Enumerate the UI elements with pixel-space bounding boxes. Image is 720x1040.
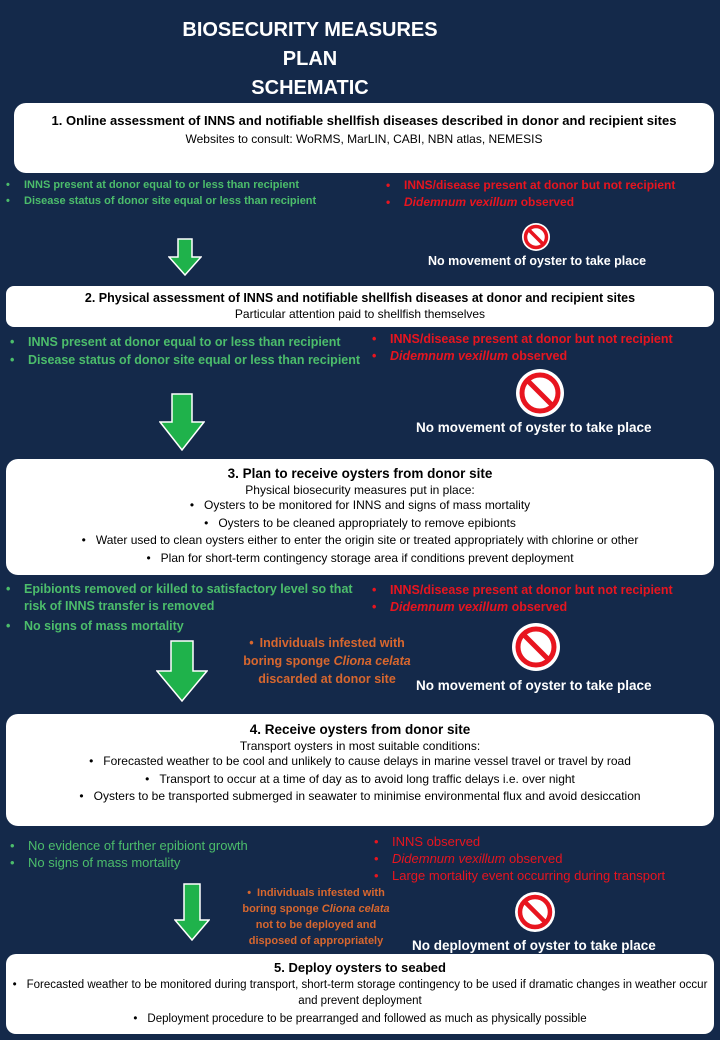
- no-entry-icon: [515, 892, 555, 932]
- step1-fail-list: INNS/disease present at donor but not re…: [384, 177, 714, 211]
- step3-fail-item: INNS/disease present at donor but not re…: [370, 582, 710, 599]
- sponge-note-text: Individuals infested with: [259, 636, 405, 650]
- fail-suffix: observed: [508, 349, 568, 363]
- down-arrow-icon: [159, 393, 205, 451]
- step4-transport-item: Oysters to be transported submerged in s…: [6, 788, 714, 806]
- step3-measure-item: Water used to clean oysters either to en…: [6, 532, 714, 550]
- step3-sponge-note: Individuals infested with boring sponge …: [232, 634, 422, 688]
- step5-deploy-item: Deployment procedure to be prearranged a…: [6, 1012, 714, 1028]
- sponge-note-line: boring sponge Cliona celata: [232, 652, 422, 670]
- species-name: Didemnum vexillum: [392, 851, 506, 866]
- step3-no-movement: No movement of oyster to take place: [416, 678, 652, 693]
- step4-no-deployment: No deployment of oyster to take place: [412, 938, 656, 953]
- no-entry-icon: [512, 623, 560, 671]
- sponge-note-text: Individuals infested with: [257, 887, 385, 899]
- sponge-note-line: disposed of appropriately: [248, 935, 384, 947]
- sponge-note-text: boring sponge: [243, 654, 334, 668]
- step2-pass-item: Disease status of donor site equal or le…: [8, 351, 378, 369]
- species-name: Didemnum vexillum: [390, 349, 509, 363]
- step4-fail-item: Didemnum vexillum observed: [372, 850, 712, 867]
- step2-heading: 2. Physical assessment of INNS and notif…: [84, 291, 636, 305]
- step5-heading: 5. Deploy oysters to seabed: [274, 960, 446, 975]
- sponge-note-line: discarded at donor site: [258, 672, 396, 686]
- step1-no-movement: No movement of oyster to take place: [428, 254, 647, 268]
- title-line-1: BIOSECURITY MEASURES: [182, 19, 438, 41]
- sponge-note-line: not to be deployed and: [255, 919, 377, 931]
- step4-transport-item: Forecasted weather to be cool and unlike…: [6, 753, 714, 771]
- step4-box: 4. Receive oysters from donor site Trans…: [6, 714, 714, 826]
- step3-measure-item: Oysters to be cleaned appropriately to r…: [6, 515, 714, 533]
- step5-deploy-item: Forecasted weather to be monitored durin…: [6, 978, 714, 1009]
- step2-pass-item: INNS present at donor equal to or less t…: [8, 333, 378, 351]
- step4-pass-item: No evidence of further epibiont growth: [8, 837, 348, 854]
- step2-fail-item: Didemnum vexillum observed: [370, 348, 710, 365]
- step3-pass-list: Epibionts removed or killed to satisfact…: [4, 581, 366, 635]
- step1-pass-list: INNS present at donor equal to or less t…: [4, 177, 374, 209]
- step1-pass-item: Disease status of donor site equal or le…: [4, 193, 374, 209]
- step4-subtext: Transport oysters in most suitable condi…: [239, 739, 481, 753]
- step2-subtext: Particular attention paid to shellfish t…: [234, 307, 486, 321]
- step1-pass-item: INNS present at donor equal to or less t…: [4, 177, 374, 193]
- step3-fail-item: Didemnum vexillum observed: [370, 599, 710, 616]
- step3-fail-list: INNS/disease present at donor but not re…: [370, 582, 710, 616]
- sponge-note-line: boring sponge Cliona celata: [226, 901, 406, 917]
- step1-box: 1. Online assessment of INNS and notifia…: [14, 103, 714, 173]
- title-line-2: PLAN: [282, 48, 338, 70]
- step4-fail-item: INNS observed: [372, 833, 712, 850]
- step4-sponge-note: Individuals infested with boring sponge …: [226, 885, 406, 949]
- diagram-title: BIOSECURITY MEASURES PLAN SCHEMATIC: [150, 16, 470, 103]
- step4-heading: 4. Receive oysters from donor site: [249, 722, 471, 737]
- step3-heading: 3. Plan to receive oysters from donor si…: [227, 466, 493, 481]
- step4-fail-item: Large mortality event occurring during t…: [372, 867, 712, 884]
- step2-no-movement: No movement of oyster to take place: [416, 420, 652, 435]
- step2-fail-item: INNS/disease present at donor but not re…: [370, 331, 710, 348]
- step3-measure-item: Oysters to be monitored for INNS and sig…: [6, 497, 714, 515]
- no-entry-icon: [522, 223, 550, 251]
- species-name: Cliona celata: [321, 903, 390, 915]
- down-arrow-icon: [156, 640, 208, 702]
- fail-suffix: observed: [508, 600, 568, 614]
- step2-fail-list: INNS/disease present at donor but not re…: [370, 331, 710, 365]
- fail-suffix: observed: [505, 851, 563, 866]
- no-entry-icon: [516, 369, 564, 417]
- step4-pass-list: No evidence of further epibiont growth N…: [8, 837, 348, 871]
- sponge-note-text: boring sponge: [242, 903, 322, 915]
- species-name: Didemnum vexillum: [390, 600, 509, 614]
- step4-pass-item: No signs of mass mortality: [8, 854, 348, 871]
- fail-suffix: observed: [517, 195, 575, 209]
- step1-fail-item: INNS/disease present at donor but not re…: [384, 177, 714, 194]
- step1-subtext: Websites to consult: WoRMS, MarLIN, CABI…: [185, 132, 543, 146]
- step1-fail-item: Didemnum vexillum observed: [384, 194, 714, 211]
- step3-subtext: Physical biosecurity measures put in pla…: [245, 483, 475, 497]
- step5-deploy-list: Forecasted weather to be monitored durin…: [6, 978, 714, 1028]
- step3-pass-item: Epibionts removed or killed to satisfact…: [4, 581, 366, 615]
- step3-measure-item: Plan for short-term contingency storage …: [6, 550, 714, 568]
- step2-box: 2. Physical assessment of INNS and notif…: [6, 286, 714, 327]
- step3-pass-item: No signs of mass mortality: [4, 618, 366, 635]
- step4-fail-list: INNS observed Didemnum vexillum observed…: [372, 833, 712, 884]
- step2-pass-list: INNS present at donor equal to or less t…: [8, 333, 378, 369]
- step3-measures-list: Oysters to be monitored for INNS and sig…: [6, 497, 714, 567]
- step4-transport-item: Transport to occur at a time of day as t…: [6, 771, 714, 789]
- species-name: Cliona celata: [333, 654, 411, 668]
- step3-box: 3. Plan to receive oysters from donor si…: [6, 459, 714, 575]
- down-arrow-icon: [168, 238, 202, 276]
- step4-transport-list: Forecasted weather to be cool and unlike…: [6, 753, 714, 806]
- sponge-note-line: Individuals infested with: [226, 885, 406, 901]
- step5-box: 5. Deploy oysters to seabed Forecasted w…: [6, 954, 714, 1034]
- species-name: Didemnum vexillum: [404, 195, 518, 209]
- step1-heading: 1. Online assessment of INNS and notifia…: [51, 113, 677, 128]
- title-line-3: SCHEMATIC: [251, 77, 369, 99]
- sponge-note-line: Individuals infested with: [232, 634, 422, 652]
- down-arrow-icon: [174, 883, 210, 941]
